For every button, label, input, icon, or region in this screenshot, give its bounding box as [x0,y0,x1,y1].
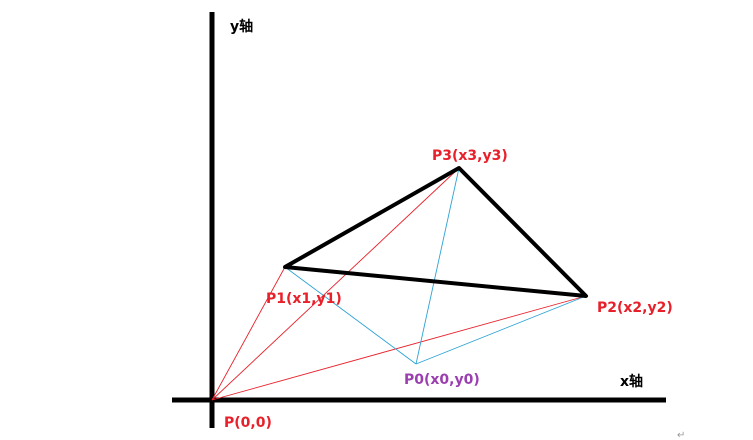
p3-label: P3(x3,y3) [432,148,508,164]
origin-label: P(0,0) [224,415,272,431]
p0-to-p3-line [415,167,460,365]
origin-to-p3-line [211,167,460,401]
origin-to-p1-line [211,266,286,401]
p0-to-p1-line [284,266,417,365]
origin-to-p2-line [211,295,587,401]
x-axis-label: x轴 [620,373,643,390]
return-mark: ↵ [677,430,685,440]
y-axis-label: y轴 [230,18,253,35]
p0-label: P0(x0,y0) [404,372,480,388]
p1-label: P1(x1,y1) [266,291,342,307]
triangle-p1-p2-p3 [283,166,588,298]
p2-label: P2(x2,y2) [597,300,673,316]
p0-to-p2-line [415,295,587,365]
